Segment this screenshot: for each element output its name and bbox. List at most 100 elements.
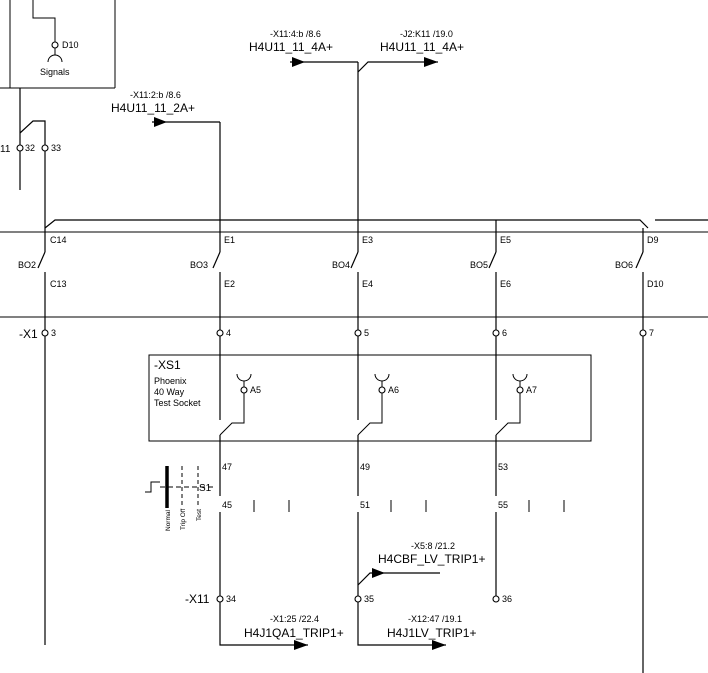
socket-a7-terminal bbox=[516, 386, 524, 394]
socket-a5-label: A5 bbox=[250, 385, 261, 395]
wire-ref-x12-47-ref: -X12:47 /19.1 bbox=[408, 614, 462, 624]
x1-terminal-6 bbox=[492, 329, 500, 337]
wire-ref-x11-2b: -X11:2:b /8.6 H4U11_11_2A+ bbox=[111, 90, 195, 115]
terminal-33 bbox=[41, 144, 49, 152]
wire-ref-x11-2b-ref: -X11:2:b /8.6 bbox=[130, 90, 181, 100]
s1-tag: S1 bbox=[199, 483, 212, 494]
x11-terminal-34 bbox=[216, 595, 224, 603]
signals-box: D10 Signals bbox=[0, 0, 116, 89]
test-socket-tag: -XS1 bbox=[154, 358, 181, 372]
contact-bo5-name: BO5 bbox=[470, 260, 488, 270]
wire-ref-x11-4b-name: H4U11_11_4A+ bbox=[249, 40, 333, 54]
s1-position-test: Test bbox=[196, 509, 203, 521]
test-socket-line-1: Phoenix bbox=[154, 376, 187, 386]
x1-terminal-3-label: 3 bbox=[51, 328, 56, 338]
signals-label: Signals bbox=[40, 67, 70, 77]
x1-terminal-5-label: 5 bbox=[364, 328, 369, 338]
test-socket-line-2: 40 Way bbox=[154, 387, 185, 397]
wire-ref-x11-2b-name: H4U11_11_2A+ bbox=[111, 101, 195, 115]
contact-bo5: E5 BO5 E6 bbox=[470, 220, 511, 330]
signals-pin-terminal bbox=[51, 41, 59, 49]
contact-bo4-name: BO4 bbox=[332, 260, 350, 270]
test-socket-line-3: Test Socket bbox=[154, 398, 201, 408]
arrow-x1-25-icon bbox=[294, 640, 308, 650]
wire-ref-x5-8-name: H4CBF_LV_TRIP1+ bbox=[378, 552, 486, 566]
contact-bo5-top-label: E5 bbox=[500, 235, 511, 245]
s1-operator-icon bbox=[145, 481, 160, 493]
contact-bo3-bottom-label: E2 bbox=[224, 279, 235, 289]
signals-socket-symbol bbox=[47, 54, 63, 63]
socket-a6-label: A6 bbox=[388, 385, 399, 395]
wire-ref-j2-k11-name: H4U11_11_4A+ bbox=[380, 40, 464, 54]
arrow-x11-4b-icon bbox=[292, 57, 305, 67]
x11-terminal-35-label: 35 bbox=[364, 594, 374, 604]
arrow-x12-47-icon bbox=[432, 640, 446, 650]
contact-bo6: D9 BO6 D10 bbox=[615, 228, 664, 330]
arrow-x5-8-icon bbox=[372, 568, 385, 578]
x11-terminal-35 bbox=[354, 595, 362, 603]
wire-ref-x5-8-ref: -X5:8 /21.2 bbox=[411, 541, 455, 551]
x1-terminal-4 bbox=[216, 329, 224, 337]
contact-bo6-bottom-label: D10 bbox=[647, 279, 664, 289]
s1-lower-terminal-51: 51 bbox=[360, 500, 370, 510]
wire-ref-x11-4b: -X11:4:b /8.6 H4U11_11_4A+ bbox=[249, 29, 333, 54]
terminal-strip-x1-label: -X1 bbox=[19, 327, 38, 341]
arrow-x11-2b-icon bbox=[154, 117, 167, 127]
s1-lower-terminal-45: 45 bbox=[222, 500, 232, 510]
wire-ref-x1-25-name: H4J1QA1_TRIP1+ bbox=[244, 626, 344, 640]
x11-terminal-36 bbox=[492, 595, 500, 603]
test-socket-box bbox=[148, 354, 592, 442]
terminal-33-label: 33 bbox=[51, 143, 61, 153]
contact-bo2-bottom-label: C13 bbox=[50, 279, 67, 289]
contact-bo2: C14 BO2 C13 bbox=[18, 228, 67, 330]
socket-a5-icon bbox=[236, 373, 252, 382]
socket-a5-terminal bbox=[240, 386, 248, 394]
s1-position-trip-off: Trip Off bbox=[180, 508, 187, 530]
signals-pin-label: D10 bbox=[62, 40, 79, 50]
contact-bo2-top-label: C14 bbox=[50, 235, 67, 245]
contact-bo6-name: BO6 bbox=[615, 260, 633, 270]
s1-lower-terminal-55: 55 bbox=[498, 500, 508, 510]
socket-a6-terminal bbox=[378, 386, 386, 394]
contact-bo4-bottom-label: E4 bbox=[362, 279, 373, 289]
contact-bo4-top-label: E3 bbox=[362, 235, 373, 245]
arrow-j2-k11-icon bbox=[424, 57, 438, 67]
terminal-partial-label: 11 bbox=[0, 144, 11, 155]
x11-terminal-34-label: 34 bbox=[226, 594, 236, 604]
x1-terminal-6-label: 6 bbox=[502, 328, 507, 338]
x11-terminal-36-label: 36 bbox=[502, 594, 512, 604]
wire-ref-j2-k11-ref: -J2:K11 /19.0 bbox=[400, 29, 453, 39]
socket-a7-icon bbox=[512, 373, 528, 382]
s1-upper-terminal-49: 49 bbox=[360, 462, 370, 472]
wire-ref-j2-k11: -J2:K11 /19.0 H4U11_11_4A+ bbox=[380, 29, 464, 54]
contact-bo3: E1 BO3 E2 bbox=[190, 228, 235, 330]
wire-ref-x1-25-ref: -X1:25 /22.4 bbox=[270, 614, 319, 624]
s1-upper-terminal-47: 47 bbox=[222, 462, 232, 472]
x1-terminal-3 bbox=[41, 329, 49, 337]
s1-upper-terminal-53: 53 bbox=[498, 462, 508, 472]
wire-ref-x12-47: -X12:47 /19.1 H4J1LV_TRIP1+ bbox=[387, 614, 477, 640]
x1-terminal-7 bbox=[639, 329, 647, 337]
wire-ref-x5-8: -X5:8 /21.2 H4CBF_LV_TRIP1+ bbox=[378, 541, 486, 566]
wire-ref-x1-25: -X1:25 /22.4 H4J1QA1_TRIP1+ bbox=[244, 614, 344, 640]
contact-bo3-top-label: E1 bbox=[224, 235, 235, 245]
x1-terminal-7-label: 7 bbox=[649, 328, 654, 338]
terminal-strip-x1: -X1 3 4 5 6 7 bbox=[19, 327, 654, 341]
test-socket-xs1: -XS1 Phoenix 40 Way Test Socket A5 A6 A7 bbox=[148, 354, 592, 442]
switch-s1: 47 49 53 45 51 55 S1 Normal Trip Off Tes… bbox=[145, 462, 565, 531]
terminal-strip-x11: -X11 34 35 36 bbox=[185, 592, 512, 606]
contact-bo6-top-label: D9 bbox=[647, 235, 659, 245]
s1-position-normal: Normal bbox=[165, 509, 172, 531]
wire-ref-x11-4b-ref: -X11:4:b /8.6 bbox=[270, 29, 321, 39]
contact-bo4: E3 BO4 E4 bbox=[332, 228, 373, 330]
terminal-32 bbox=[16, 144, 24, 152]
contact-bo2-name: BO2 bbox=[18, 260, 36, 270]
wire-ref-x12-47-name: H4J1LV_TRIP1+ bbox=[387, 626, 477, 640]
top-terminals: 11 32 33 bbox=[0, 88, 61, 228]
terminal-strip-x11-label: -X11 bbox=[185, 592, 210, 606]
contact-bo5-bottom-label: E6 bbox=[500, 279, 511, 289]
x1-terminal-5 bbox=[354, 329, 362, 337]
terminal-32-label: 32 bbox=[25, 143, 35, 153]
x1-terminal-4-label: 4 bbox=[226, 328, 231, 338]
